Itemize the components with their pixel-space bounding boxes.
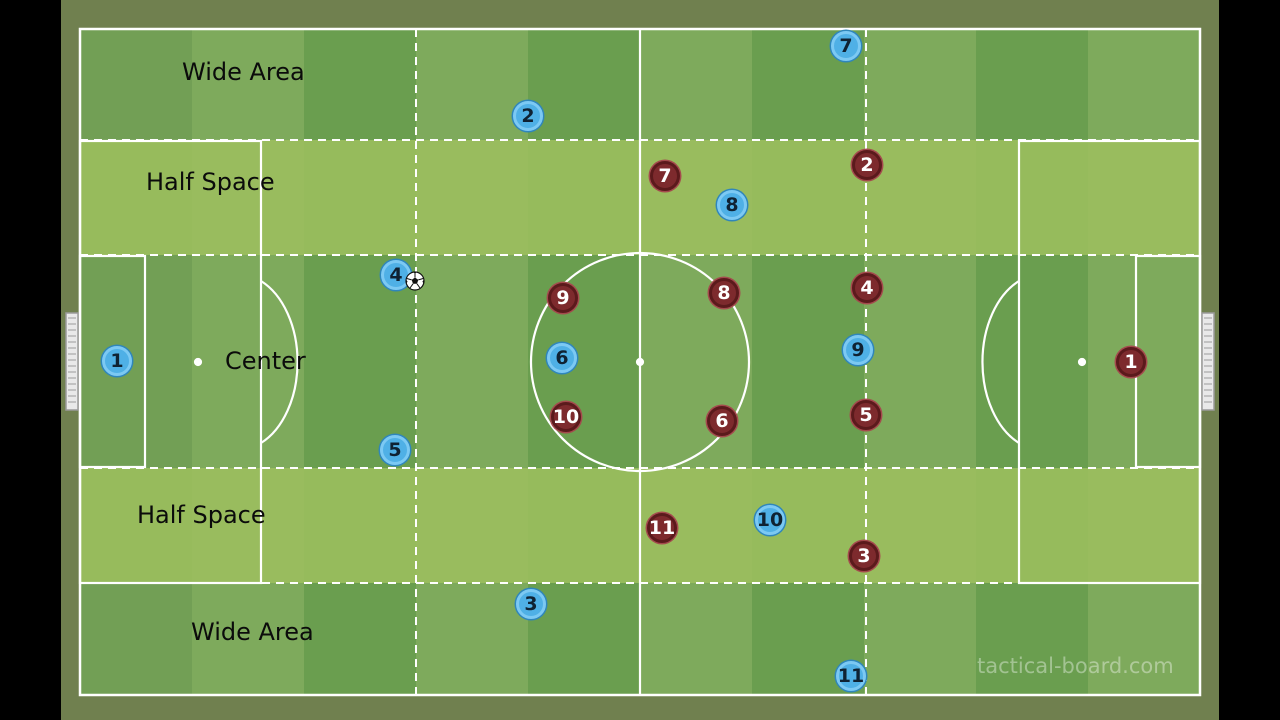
zone-label-wide-top: Wide Area: [182, 58, 305, 86]
red-player-2[interactable]: 2: [852, 150, 882, 180]
zone-label-wide-bottom: Wide Area: [191, 618, 314, 646]
zone-label-half-bottom: Half Space: [137, 501, 266, 529]
pitch: [65, 27, 1215, 697]
red-player-9[interactable]: 9: [548, 283, 578, 313]
soccer-ball-icon[interactable]: [405, 271, 425, 291]
zone-dividers: [80, 29, 1200, 695]
red-player-1[interactable]: 1: [1116, 347, 1146, 377]
red-player-3[interactable]: 3: [849, 541, 879, 571]
blue-player-10[interactable]: 10: [755, 505, 785, 535]
zone-label-half-top: Half Space: [146, 168, 275, 196]
red-player-11[interactable]: 11: [647, 513, 677, 543]
red-player-4[interactable]: 4: [852, 273, 882, 303]
blue-player-6[interactable]: 6: [547, 343, 577, 373]
red-player-5[interactable]: 5: [851, 400, 881, 430]
blue-player-9[interactable]: 9: [843, 335, 873, 365]
goal-right: [1201, 312, 1215, 411]
goal-left: [65, 312, 79, 411]
watermark: tactical-board.com: [977, 654, 1174, 678]
blue-player-7[interactable]: 7: [831, 31, 861, 61]
zone-label-center: Center: [225, 347, 306, 375]
blue-player-5[interactable]: 5: [380, 435, 410, 465]
red-player-6[interactable]: 6: [707, 406, 737, 436]
blue-player-11[interactable]: 11: [836, 661, 866, 691]
blue-player-1[interactable]: 1: [102, 346, 132, 376]
blue-player-3[interactable]: 3: [516, 589, 546, 619]
red-player-7[interactable]: 7: [650, 161, 680, 191]
red-player-10[interactable]: 10: [551, 402, 581, 432]
blue-player-8[interactable]: 8: [717, 190, 747, 220]
tactics-board: [61, 0, 1219, 720]
red-player-8[interactable]: 8: [709, 278, 739, 308]
blue-player-2[interactable]: 2: [513, 101, 543, 131]
